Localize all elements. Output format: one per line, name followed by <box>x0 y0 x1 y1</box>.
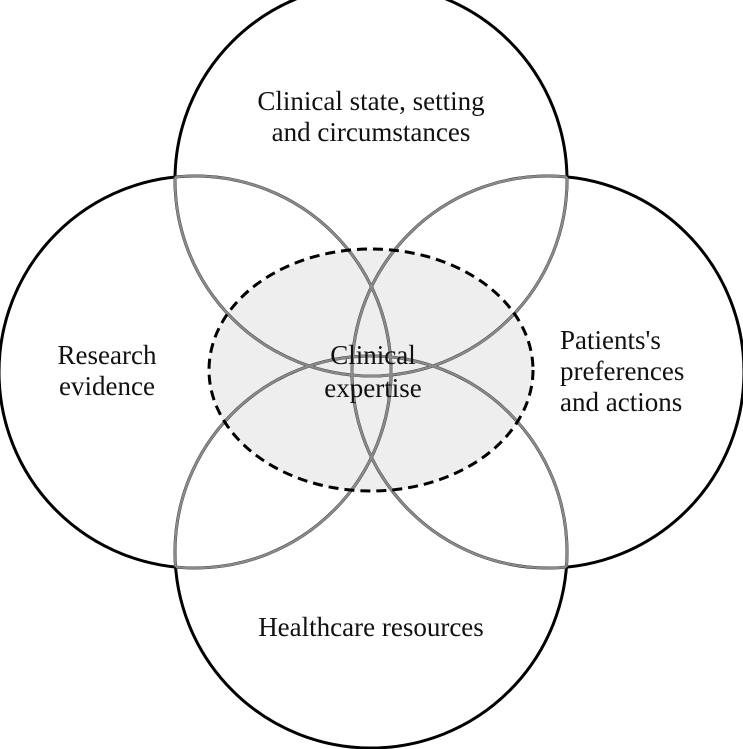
right-circle-label-line2: preferences <box>560 356 684 386</box>
center-label-line1: Clinical <box>330 340 415 370</box>
top-circle-label-line1: Clinical state, setting <box>257 86 484 116</box>
bottom-circle-label: Healthcare resources <box>258 612 484 642</box>
right-circle-label-line1: Patients's <box>560 325 661 355</box>
top-circle-label-line2: and circumstances <box>272 117 471 147</box>
left-circle-label-line1: Research <box>58 340 157 370</box>
center-ellipse-outline <box>207 247 535 493</box>
right-circle-label-line3: and actions <box>560 387 682 417</box>
left-circle-label-line2: evidence <box>59 371 155 401</box>
center-ellipse-fill <box>209 249 533 491</box>
center-label-line2: expertise <box>324 373 421 403</box>
